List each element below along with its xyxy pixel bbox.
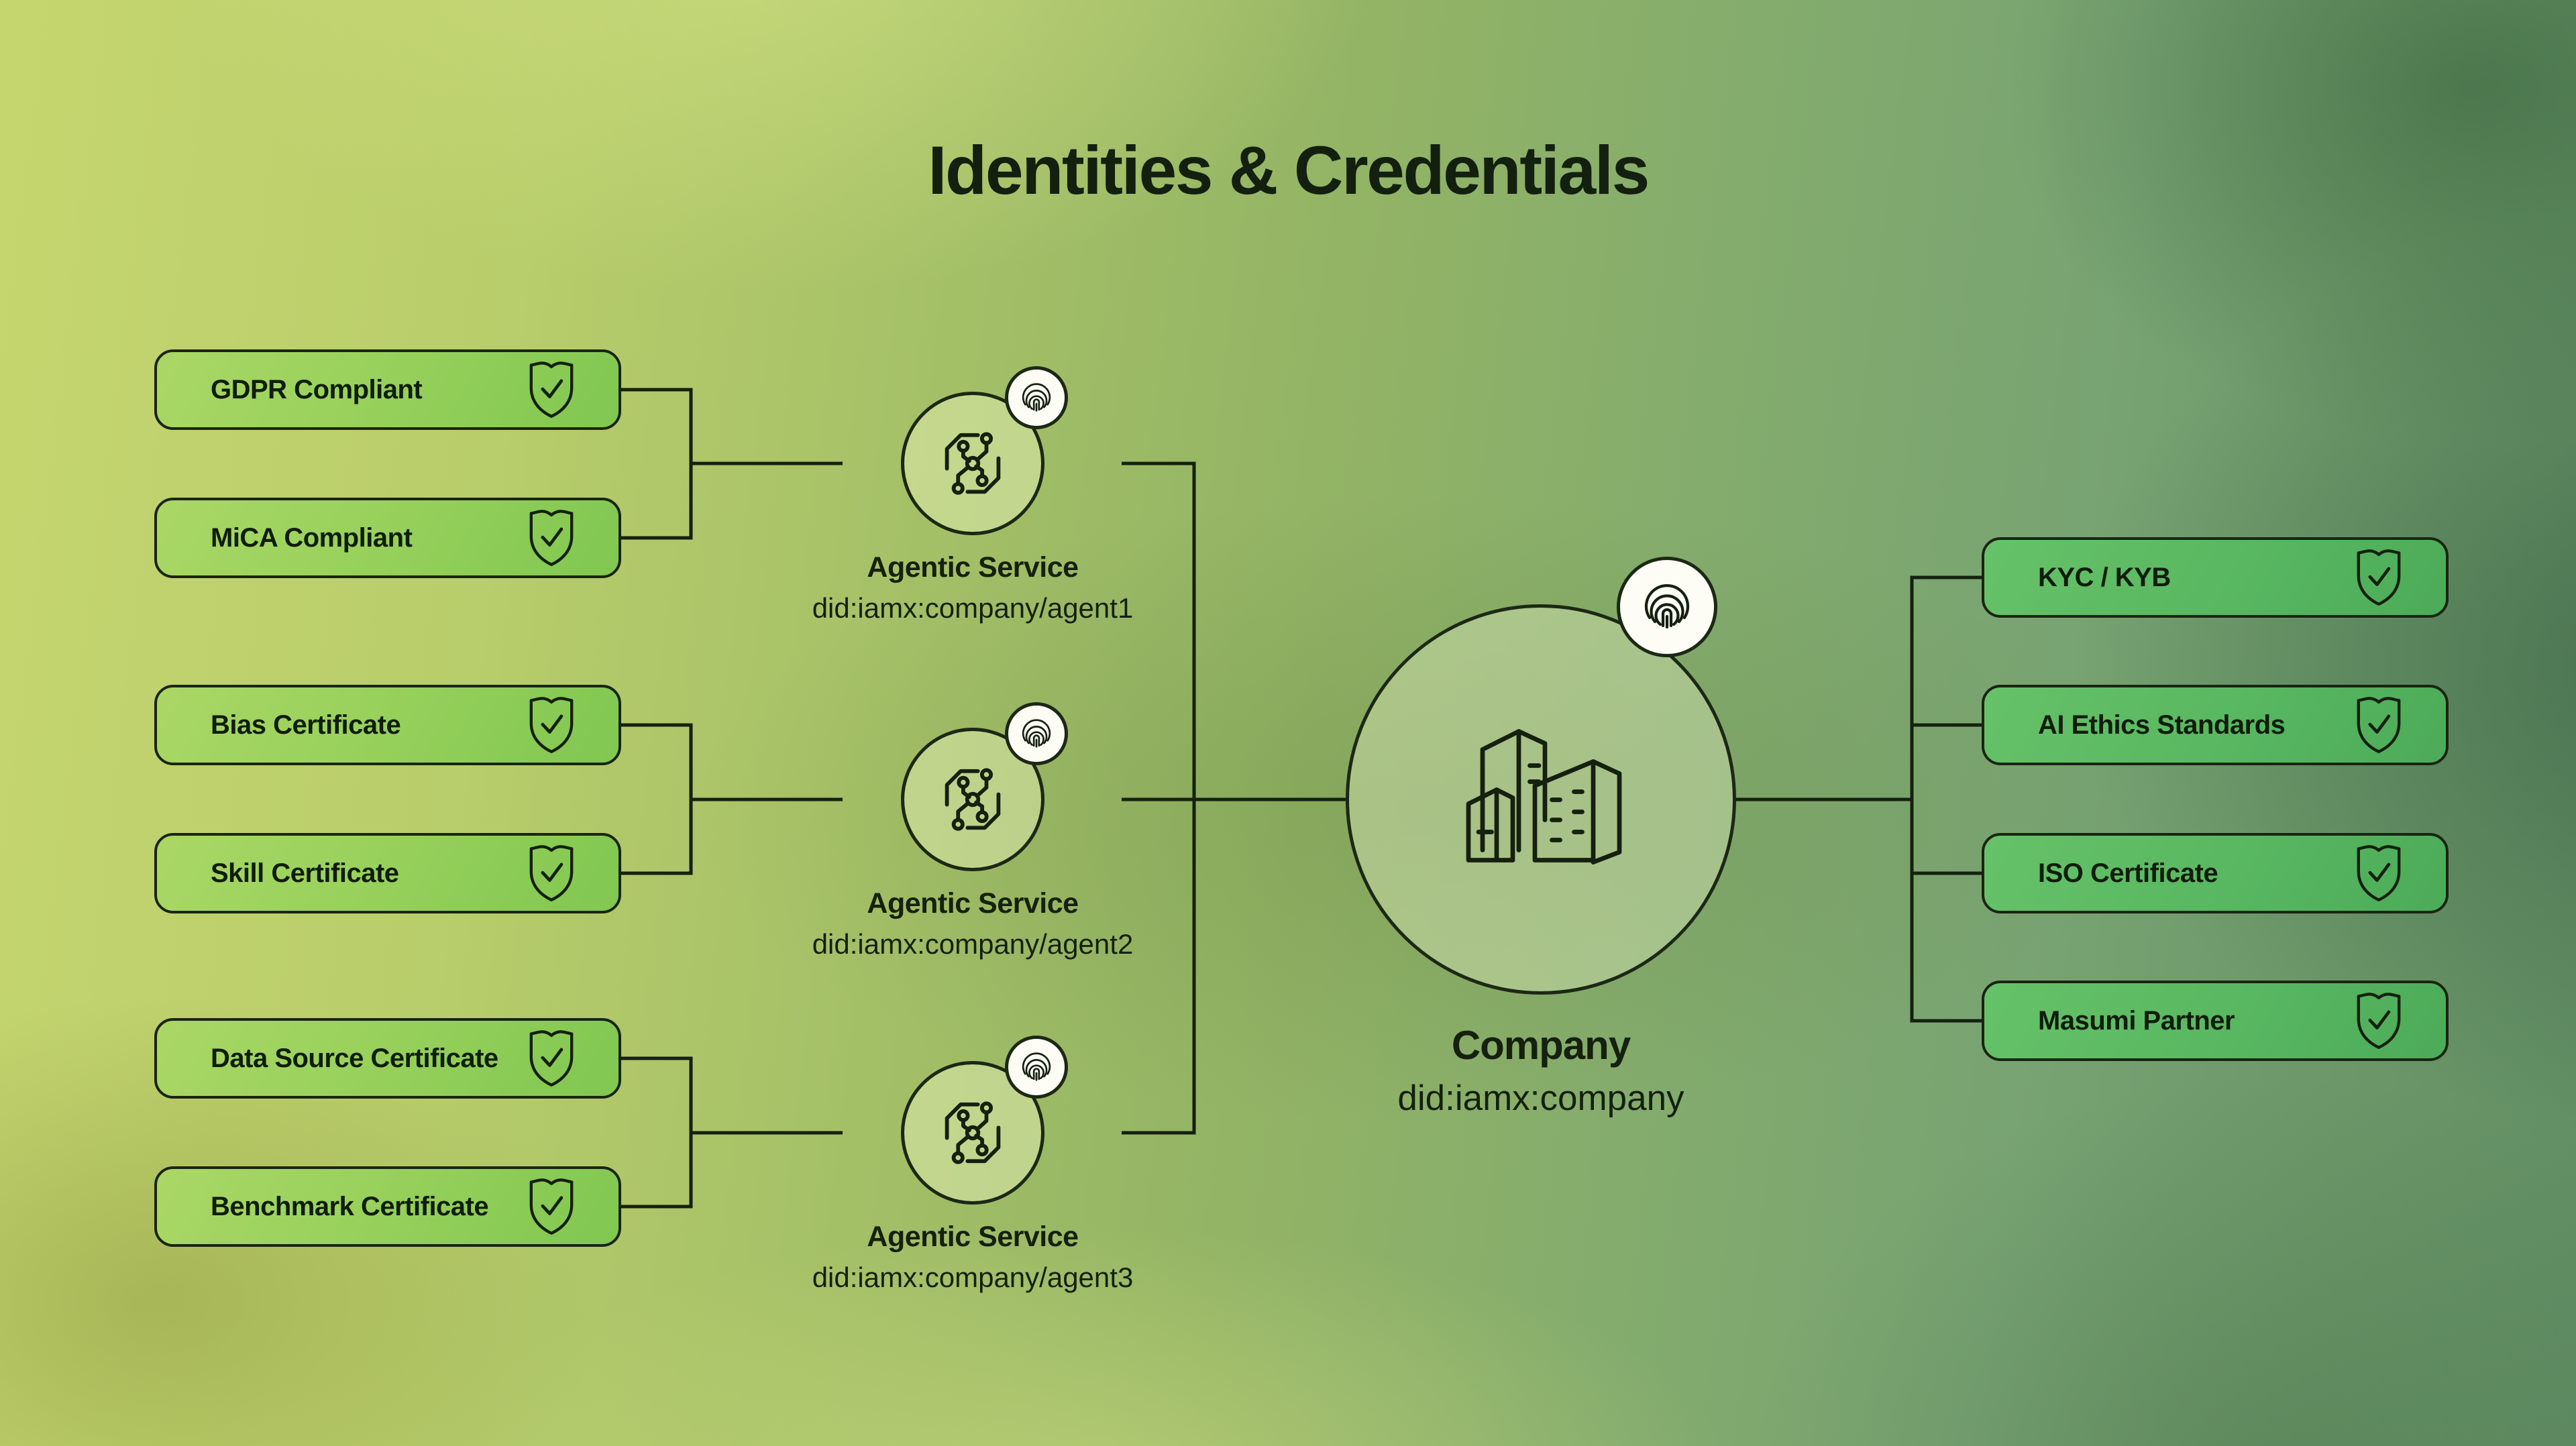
credential-label: Benchmark Certificate bbox=[211, 1191, 489, 1221]
page-title: Identities & Credentials bbox=[928, 132, 1650, 209]
credential-badge-ai-ethics: AI Ethics Standards bbox=[1982, 685, 2449, 765]
shield-check-icon bbox=[523, 1176, 580, 1237]
credential-badge-kyc-kyb: KYC / KYB bbox=[1982, 537, 2449, 618]
agent3-label-group: Agentic Service did:iamx:company/agent3 bbox=[738, 1221, 1208, 1294]
fingerprint-badge bbox=[1005, 702, 1068, 765]
shield-check-icon bbox=[2351, 990, 2407, 1052]
agent-did: did:iamx:company/agent3 bbox=[812, 1262, 1134, 1293]
company-did: did:iamx:company bbox=[1397, 1078, 1684, 1118]
fingerprint-icon bbox=[1015, 376, 1058, 419]
credential-badge-bias: Bias Certificate bbox=[154, 685, 621, 765]
shield-check-icon bbox=[2351, 694, 2407, 756]
fingerprint-icon bbox=[1633, 573, 1701, 641]
credential-badge-benchmark: Benchmark Certificate bbox=[154, 1166, 621, 1247]
shield-check-icon bbox=[2351, 842, 2407, 904]
credential-badge-data-source: Data Source Certificate bbox=[154, 1018, 621, 1099]
agent-did: did:iamx:company/agent2 bbox=[812, 928, 1134, 960]
agent-did: did:iamx:company/agent1 bbox=[812, 592, 1134, 624]
credential-label: ISO Certificate bbox=[2038, 858, 2218, 888]
credential-label: GDPR Compliant bbox=[211, 374, 423, 404]
circuit-chip-icon bbox=[930, 421, 1016, 506]
shield-check-icon bbox=[2351, 547, 2407, 608]
shield-check-icon bbox=[523, 359, 580, 421]
credential-label: Bias Certificate bbox=[211, 710, 401, 740]
fingerprint-icon bbox=[1015, 712, 1058, 755]
fingerprint-badge bbox=[1005, 366, 1068, 429]
agent1-label-group: Agentic Service did:iamx:company/agent1 bbox=[738, 551, 1208, 624]
credential-label: MiCA Compliant bbox=[211, 522, 413, 553]
credential-label: Masumi Partner bbox=[2038, 1005, 2235, 1036]
credential-label: Skill Certificate bbox=[211, 858, 399, 888]
fingerprint-badge bbox=[1617, 557, 1717, 657]
agent2-label-group: Agentic Service did:iamx:company/agent2 bbox=[738, 887, 1208, 960]
company-label-group: Company did:iamx:company bbox=[1273, 1022, 1809, 1119]
company-name: Company bbox=[1451, 1023, 1631, 1068]
credential-badge-masumi: Masumi Partner bbox=[1982, 981, 2449, 1061]
credential-badge-mica: MiCA Compliant bbox=[154, 498, 621, 578]
credential-badge-iso: ISO Certificate bbox=[1982, 833, 2449, 913]
shield-check-icon bbox=[523, 507, 580, 569]
fingerprint-badge bbox=[1005, 1036, 1068, 1099]
credential-label: KYC / KYB bbox=[2038, 562, 2171, 592]
fingerprint-icon bbox=[1015, 1046, 1058, 1089]
credential-badge-skill: Skill Certificate bbox=[154, 833, 621, 913]
circuit-chip-icon bbox=[930, 1090, 1016, 1176]
shield-check-icon bbox=[523, 694, 580, 756]
agent-name: Agentic Service bbox=[867, 887, 1079, 920]
agent-name: Agentic Service bbox=[867, 551, 1079, 583]
company-node bbox=[1346, 604, 1736, 995]
circuit-chip-icon bbox=[930, 757, 1016, 842]
credential-badge-gdpr: GDPR Compliant bbox=[154, 349, 621, 430]
shield-check-icon bbox=[523, 1027, 580, 1089]
agent-name: Agentic Service bbox=[867, 1221, 1079, 1253]
buildings-icon bbox=[1430, 698, 1652, 892]
credential-label: Data Source Certificate bbox=[211, 1043, 498, 1073]
shield-check-icon bbox=[523, 842, 580, 904]
credential-label: AI Ethics Standards bbox=[2038, 710, 2286, 740]
